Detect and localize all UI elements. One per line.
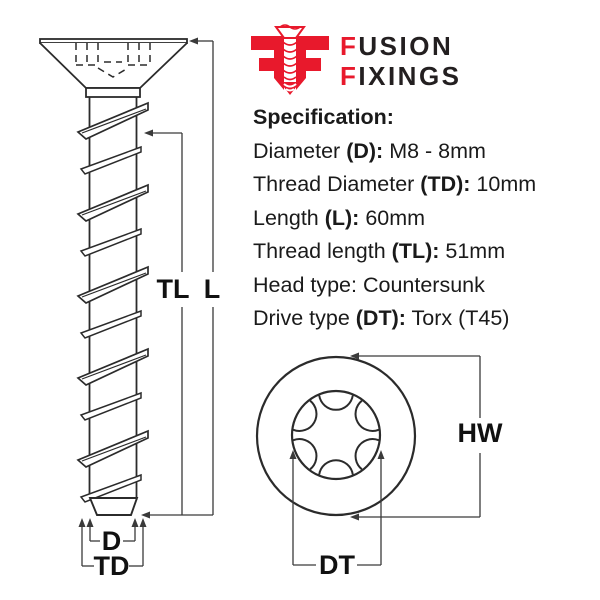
specification-block: Specification: Diameter (D): M8 - 8mm Th… [253, 101, 536, 336]
spec-row-thread-diameter: Thread Diameter (TD): 10mm [253, 172, 537, 196]
thread-length-label: TL [157, 274, 190, 304]
thread-flight-creases [81, 108, 147, 462]
thread-flights-small [79, 145, 142, 503]
dimension-lines [81, 40, 214, 567]
spec-row-thread-length: Thread length (TL): 51mm [253, 239, 506, 263]
logo-tip-thread [283, 83, 297, 92]
dimension-arrowheads [78, 37, 198, 527]
specification-heading: Specification: [253, 105, 394, 129]
torx-head-top-view: HW DT [255, 352, 503, 580]
thread-diameter-label: TD [94, 551, 130, 581]
spec-row-length: Length (L): 60mm [253, 205, 426, 230]
screw-tip [88, 497, 139, 516]
length-label: L [204, 274, 221, 304]
logo-word-fusion: FUSION [340, 31, 454, 61]
fusion-fixings-logo: FUSION FIXINGS [249, 24, 462, 96]
recess-circle [290, 389, 382, 481]
logo-screw-thread [282, 41, 298, 81]
logo-word-fixings: FIXINGS [340, 61, 462, 91]
diameter-label: D [102, 526, 122, 556]
spec-row-drive-type: Drive type (DT): Torx (T45) [253, 306, 510, 330]
head-outline-circle [255, 355, 417, 517]
torx-dimension-arrowheads [289, 352, 385, 521]
logo-wordmark: FUSION FIXINGS [340, 31, 462, 91]
torx-lobes [292, 395, 380, 475]
head-width-label: HW [458, 418, 503, 448]
torx-dimension-lines [292, 355, 481, 566]
spec-row-head-type: Head type: Countersunk [253, 272, 485, 297]
spec-row-diameter: Diameter (D): M8 - 8mm [253, 138, 486, 163]
drive-type-label: DT [319, 550, 355, 580]
torx-recess-hidden-lines [75, 43, 151, 78]
ff-screw-logo-icon [251, 24, 329, 95]
countersunk-screw-drawing: TL L D TD [39, 37, 221, 581]
screw-head [39, 38, 188, 98]
